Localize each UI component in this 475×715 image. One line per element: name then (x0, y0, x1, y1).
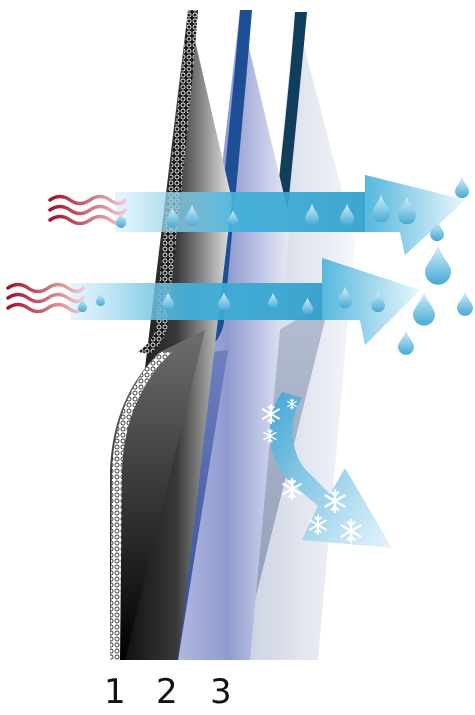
layer-label-1: 1 (104, 672, 126, 712)
wavy-heat-lines-icon (50, 197, 125, 224)
layer-label-2: 2 (156, 672, 178, 712)
layer-label-3: 3 (210, 672, 232, 712)
water-drop-icon (413, 292, 435, 326)
water-drop-icon (457, 291, 473, 316)
water-drop-icon (455, 177, 469, 199)
water-drop-icon (425, 245, 451, 285)
water-drop-icon (398, 330, 414, 355)
